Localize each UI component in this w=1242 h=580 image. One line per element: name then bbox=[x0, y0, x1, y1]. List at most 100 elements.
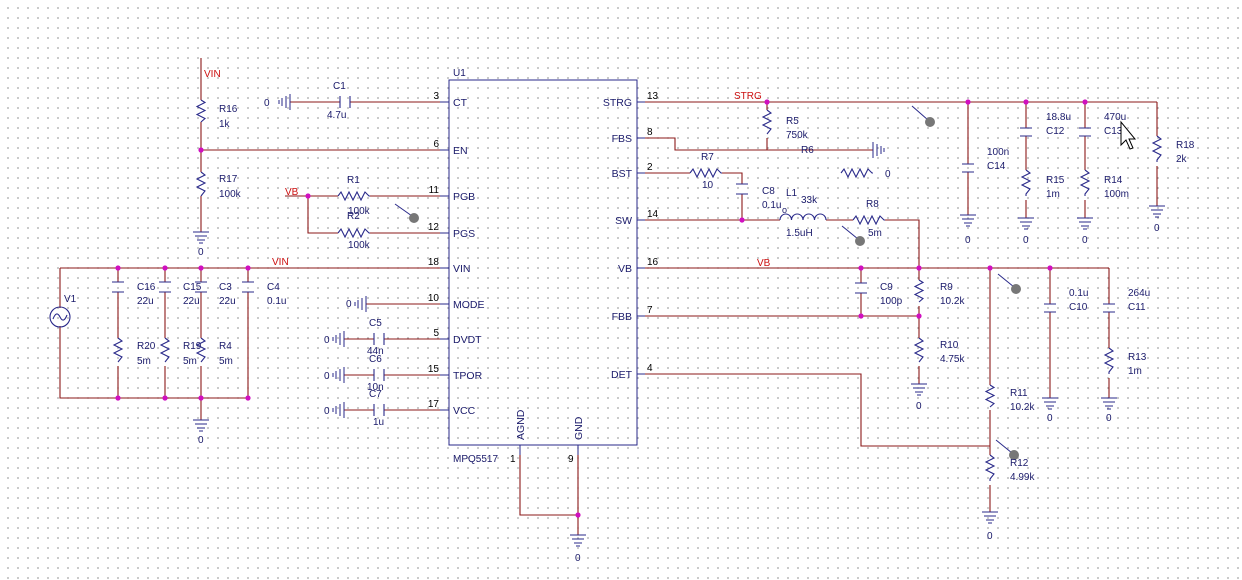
ground-label: 0 bbox=[575, 553, 581, 564]
capacitor-c3[interactable] bbox=[195, 281, 207, 293]
pin-label: VB bbox=[618, 263, 632, 275]
voltage-probe[interactable]: V bbox=[911, 105, 942, 130]
resistor-r16[interactable] bbox=[195, 99, 207, 123]
component-value: 470u bbox=[1104, 112, 1126, 123]
component-value: 750k bbox=[786, 130, 809, 141]
probe-label: I bbox=[871, 242, 873, 249]
resistor-r13[interactable] bbox=[1103, 347, 1115, 374]
ground-symbol[interactable] bbox=[570, 534, 586, 547]
capacitor-c1[interactable] bbox=[339, 96, 351, 108]
ground-label: 0 bbox=[1047, 413, 1053, 424]
resistor-r20[interactable] bbox=[112, 337, 124, 363]
net-label: VIN bbox=[204, 69, 221, 80]
capacitor-c6[interactable] bbox=[373, 369, 385, 381]
source-v1[interactable] bbox=[49, 306, 71, 328]
ground-symbol[interactable] bbox=[1101, 397, 1117, 410]
ground-symbol[interactable] bbox=[1077, 217, 1093, 230]
ground-symbol[interactable] bbox=[872, 142, 885, 158]
capacitor-c11[interactable] bbox=[1103, 303, 1115, 313]
component-value: 100p bbox=[880, 296, 903, 307]
component-ref: R1 bbox=[347, 175, 360, 186]
pin-label: DVDT bbox=[453, 334, 482, 346]
capacitor-c13[interactable] bbox=[1079, 127, 1091, 137]
component-ref: L1 bbox=[786, 188, 798, 199]
resistor-r18[interactable] bbox=[1151, 135, 1163, 162]
capacitor-c12[interactable] bbox=[1020, 127, 1032, 137]
component-ref: C9 bbox=[880, 282, 893, 293]
component-ref: R4 bbox=[219, 341, 232, 352]
component-ref: R20 bbox=[137, 341, 156, 352]
current-probe[interactable]: I bbox=[841, 225, 873, 249]
capacitor-c10[interactable] bbox=[1044, 303, 1056, 313]
capacitor-c5[interactable] bbox=[373, 333, 385, 345]
pin-num: 6 bbox=[433, 139, 439, 150]
ground-symbol[interactable] bbox=[193, 231, 209, 244]
voltage-probe[interactable]: V bbox=[995, 439, 1024, 463]
net-label: VB bbox=[757, 258, 771, 269]
voltage-probe[interactable]: V bbox=[997, 273, 1026, 297]
ground-symbol[interactable] bbox=[193, 419, 209, 432]
probe-label: V bbox=[1022, 291, 1026, 297]
pin-num: 13 bbox=[647, 91, 659, 102]
ic-part: MPQ5517 bbox=[453, 454, 498, 465]
ground-symbol[interactable] bbox=[960, 214, 976, 227]
resistor-r19[interactable] bbox=[159, 337, 171, 363]
ground-symbol[interactable] bbox=[278, 94, 291, 110]
resistor-r1[interactable] bbox=[337, 190, 370, 202]
pin-label: MODE bbox=[453, 299, 485, 311]
component-ref: R17 bbox=[219, 174, 238, 185]
resistor-r17[interactable] bbox=[195, 171, 207, 197]
pin-label: EN bbox=[453, 145, 468, 157]
component-value: 22u bbox=[137, 296, 154, 307]
pin-num: 18 bbox=[428, 257, 440, 268]
resistor-r15[interactable] bbox=[1020, 169, 1032, 196]
component-ref: R7 bbox=[701, 152, 714, 163]
resistor-r7[interactable] bbox=[689, 167, 722, 179]
wires bbox=[59, 58, 1158, 535]
component-ref: R9 bbox=[940, 282, 953, 293]
ground-symbol[interactable] bbox=[1042, 397, 1058, 410]
component-value: 1m bbox=[1128, 366, 1142, 377]
component-ref: C7 bbox=[369, 389, 382, 400]
resistor-r9[interactable] bbox=[913, 279, 925, 303]
capacitor-c9[interactable] bbox=[855, 282, 867, 294]
ground-symbol[interactable] bbox=[354, 296, 367, 312]
capacitor-c8[interactable] bbox=[736, 183, 748, 195]
ic-u1[interactable]: U1 MPQ5517 3 6 11 12 18 10 5 15 17 CT EN… bbox=[428, 68, 659, 465]
ground-symbol[interactable] bbox=[332, 402, 345, 418]
component-value: 10.2k bbox=[940, 296, 965, 307]
capacitor-c16[interactable] bbox=[112, 281, 124, 293]
ground-symbol[interactable] bbox=[982, 511, 998, 524]
pin-num: 1 bbox=[510, 454, 516, 465]
voltage-probe[interactable]: V bbox=[394, 203, 424, 226]
capacitor-c15[interactable] bbox=[159, 281, 171, 293]
pin-label: BST bbox=[612, 168, 633, 180]
pin-label: TPOR bbox=[453, 370, 483, 382]
resistor-r12[interactable] bbox=[984, 454, 996, 481]
pin-num: 14 bbox=[647, 209, 659, 220]
capacitor-c14[interactable] bbox=[962, 163, 974, 173]
resistor-r14[interactable] bbox=[1079, 169, 1091, 196]
pin-label: STRG bbox=[603, 97, 632, 109]
resistor-r4[interactable] bbox=[195, 337, 207, 363]
inductor-l1[interactable] bbox=[779, 213, 827, 221]
ground-symbol[interactable] bbox=[332, 331, 345, 347]
component-ref: C8 bbox=[762, 186, 775, 197]
resistor-r2[interactable] bbox=[337, 227, 370, 239]
resistor-r5[interactable] bbox=[761, 109, 773, 135]
resistor-r8[interactable] bbox=[852, 214, 885, 226]
ground-symbol[interactable] bbox=[1018, 217, 1034, 230]
ground-label: 0 bbox=[1154, 223, 1160, 234]
resistor-r11[interactable] bbox=[984, 384, 996, 408]
ground-symbol[interactable] bbox=[911, 383, 927, 396]
ground-symbol[interactable] bbox=[332, 367, 345, 383]
capacitor-c4[interactable] bbox=[242, 281, 254, 293]
ground-symbol[interactable] bbox=[1149, 205, 1165, 218]
component-ref: C10 bbox=[1069, 302, 1088, 313]
resistor-r6[interactable] bbox=[840, 167, 873, 179]
component-ref: R5 bbox=[786, 116, 799, 127]
resistor-r10[interactable] bbox=[913, 337, 925, 363]
probe-label: V bbox=[1020, 457, 1024, 463]
capacitor-c7[interactable] bbox=[373, 404, 385, 416]
